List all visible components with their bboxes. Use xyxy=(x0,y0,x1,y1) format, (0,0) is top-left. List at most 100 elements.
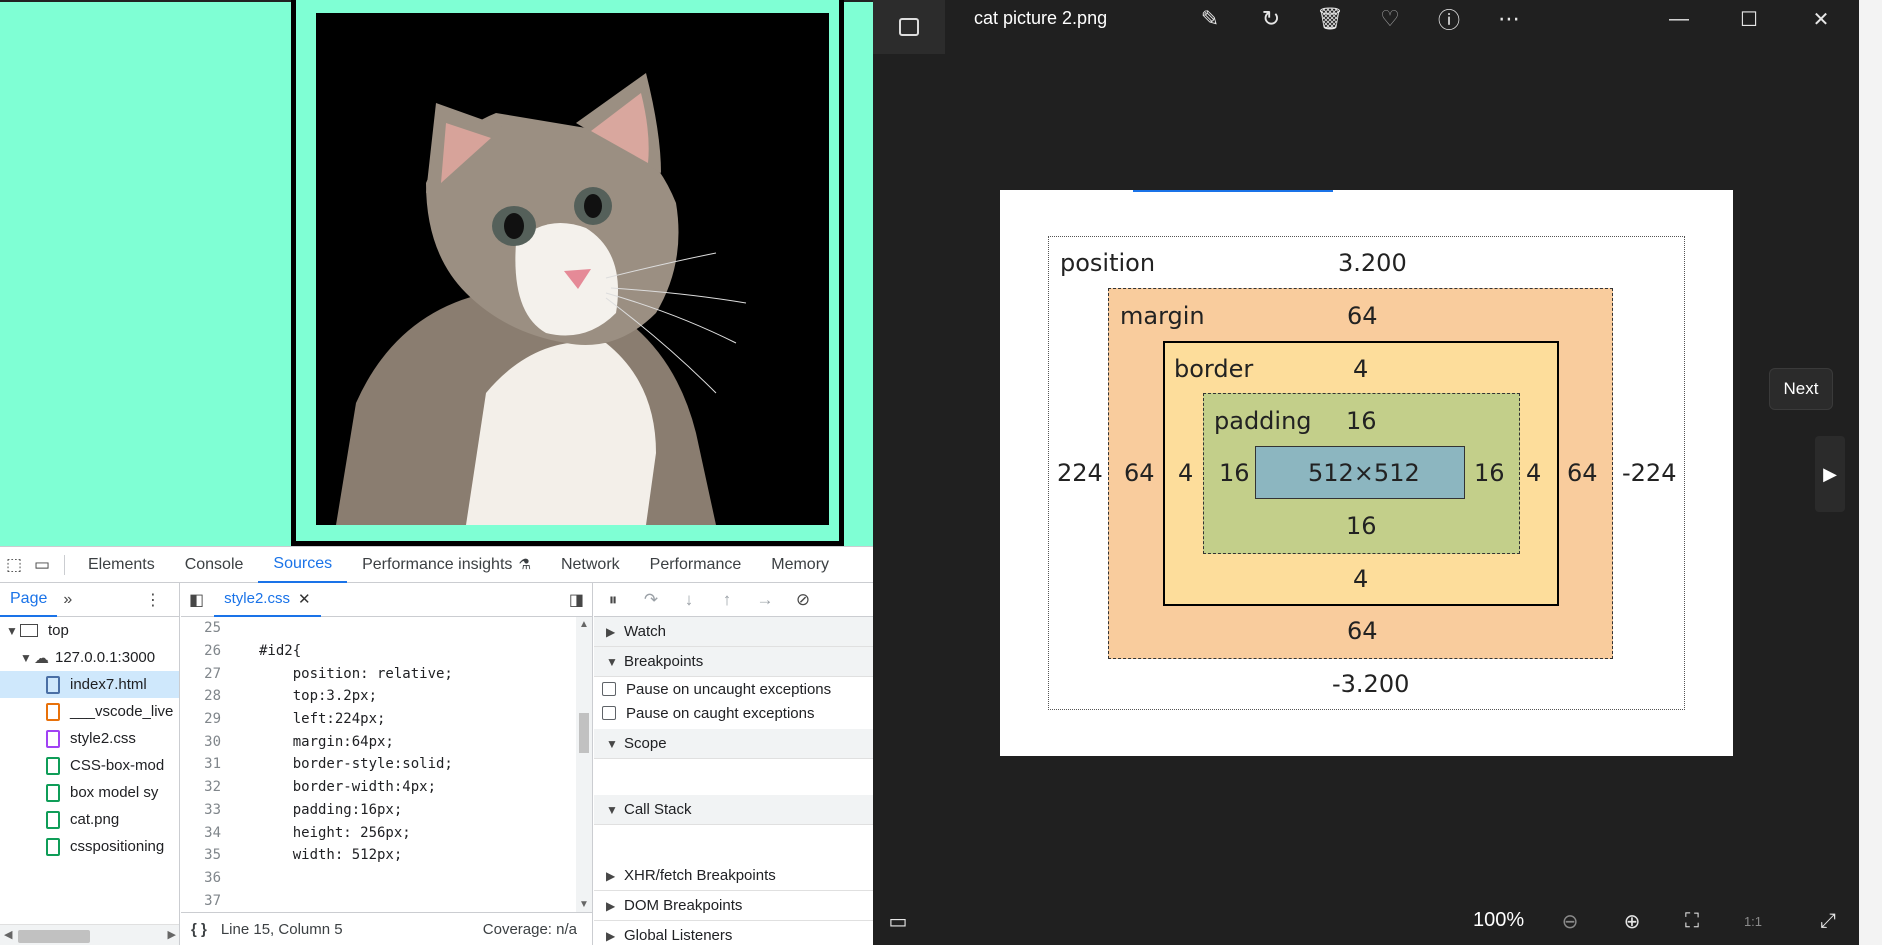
image-file-icon xyxy=(46,783,60,802)
file-navigator: Page » ⋮ ▼ top ▼ ☁ 127.0.0.1:3000 index7… xyxy=(0,583,180,945)
zoom-in-icon[interactable]: ⊕ xyxy=(1623,910,1641,933)
section-breakpoints[interactable]: ▼Breakpoints xyxy=(594,647,873,677)
tree-item-label: 127.0.0.1:3000 xyxy=(55,649,156,666)
checkbox-box[interactable] xyxy=(602,682,616,696)
position-right-value: -224 xyxy=(1622,459,1677,487)
pretty-print-icon[interactable]: { } xyxy=(191,921,207,938)
info-icon[interactable]: ⓘ xyxy=(1437,8,1460,33)
photos-app-icon[interactable] xyxy=(873,0,945,54)
edit-image-icon[interactable]: ✎ xyxy=(1200,6,1220,31)
tree-item-file[interactable]: csspositioning xyxy=(0,833,179,860)
device-toolbar-icon[interactable]: ▭ xyxy=(33,554,51,574)
fullscreen-icon[interactable]: ⤢ xyxy=(1820,909,1836,932)
fit-to-window-icon[interactable]: ⛶ xyxy=(1685,909,1699,932)
section-global-listeners[interactable]: ▶Global Listeners xyxy=(594,921,873,945)
code-line: 29 left:224px; xyxy=(204,711,386,728)
section-scope[interactable]: ▼Scope xyxy=(594,729,873,759)
tree-item-label: ___vscode_live xyxy=(70,703,174,720)
section-dom-breakpoints[interactable]: ▶DOM Breakpoints xyxy=(594,891,873,921)
checkbox-label: Pause on caught exceptions xyxy=(626,704,815,722)
pause-uncaught-checkbox[interactable]: Pause on uncaught exceptions xyxy=(594,677,873,701)
checkbox-label: Pause on uncaught exceptions xyxy=(626,680,832,698)
margin-bottom-value: 64 xyxy=(1347,617,1378,645)
tree-item-file[interactable]: index7.html xyxy=(0,671,179,698)
tab-performance-insights[interactable]: Performance insights ⚗ xyxy=(347,547,546,583)
tree-item-file[interactable]: CSS-box-mod xyxy=(0,752,179,779)
step-into-icon[interactable]: ↓ xyxy=(684,589,694,609)
flask-icon: ⚗ xyxy=(518,556,531,572)
tab-network[interactable]: Network xyxy=(560,555,620,573)
padding-bottom-value: 16 xyxy=(1346,512,1377,540)
toggle-navigator-icon[interactable]: ◧ xyxy=(189,591,205,609)
image-file-icon xyxy=(46,810,60,829)
next-image-button[interactable]: ▶ xyxy=(1815,436,1845,512)
navigator-menu-icon[interactable]: ⋮ xyxy=(145,591,161,609)
tab-performance[interactable]: Performance xyxy=(649,555,742,573)
tree-item-file[interactable]: style2.css xyxy=(0,725,179,752)
zoom-level: 100% xyxy=(1473,909,1525,931)
photos-viewer-window: cat picture 2.png ✎ ↻ 🗑 ♡ ⓘ ⋯ — ☐ ✕ posi… xyxy=(873,0,1859,945)
section-watch[interactable]: ▶Watch xyxy=(594,617,873,647)
toggle-debugger-icon[interactable]: ◨ xyxy=(568,591,584,609)
debugger-toolbar: ⏸ ↷ ↓ ↑ → ⊘ xyxy=(594,583,873,617)
code-line: 26#id2{ xyxy=(204,643,302,660)
tree-item-file[interactable]: ___vscode_live xyxy=(0,698,179,725)
collapsed-triangle-icon: ▶ xyxy=(606,928,616,943)
call-stack-content xyxy=(594,825,873,861)
tab-console[interactable]: Console xyxy=(184,555,244,573)
scroll-right-icon[interactable]: ▶ xyxy=(167,929,176,941)
filmstrip-icon[interactable]: ▭ xyxy=(888,910,908,933)
tree-item-label: cat.png xyxy=(70,811,120,828)
section-call-stack[interactable]: ▼Call Stack xyxy=(594,795,873,825)
scroll-down-icon[interactable]: ▼ xyxy=(579,899,589,910)
tree-item-file[interactable]: box model sy xyxy=(0,779,179,806)
rotate-icon[interactable]: ↻ xyxy=(1261,6,1281,31)
scroll-left-icon[interactable]: ◀ xyxy=(4,929,13,941)
more-tabs-icon[interactable]: » xyxy=(63,590,73,608)
minimize-icon[interactable]: — xyxy=(1669,7,1689,30)
zoom-out-icon[interactable]: ⊖ xyxy=(1561,910,1579,933)
actual-size-icon[interactable]: 1:1 xyxy=(1743,913,1763,929)
editor-tab-style2css[interactable]: style2.css ✕ xyxy=(214,583,321,617)
scrollbar-thumb[interactable] xyxy=(579,713,589,753)
step-out-icon[interactable]: ↑ xyxy=(722,589,732,609)
close-icon[interactable]: ✕ xyxy=(1812,8,1830,31)
border-right-value: 4 xyxy=(1526,459,1542,487)
step-over-icon[interactable]: ↷ xyxy=(643,589,659,609)
pause-caught-checkbox[interactable]: Pause on caught exceptions xyxy=(594,701,873,725)
tree-item-top[interactable]: ▼ top xyxy=(0,617,179,644)
css-file-icon xyxy=(46,729,60,748)
code-lines[interactable]: 25 26#id2{ 27 position: relative; 28 top… xyxy=(181,617,577,912)
scroll-up-icon[interactable]: ▲ xyxy=(579,619,589,630)
file-tree: ▼ top ▼ ☁ 127.0.0.1:3000 index7.html ___… xyxy=(0,617,179,860)
tab-sources[interactable]: Sources xyxy=(258,547,348,583)
pause-icon[interactable]: ⏸ xyxy=(608,589,618,609)
favorite-heart-icon[interactable]: ♡ xyxy=(1380,6,1400,31)
delete-icon[interactable]: 🗑 xyxy=(1316,6,1344,31)
checkbox-box[interactable] xyxy=(602,706,616,720)
position-top-value: 3.200 xyxy=(1338,249,1407,277)
deactivate-breakpoints-icon[interactable]: ⊘ xyxy=(795,589,811,609)
image-file-icon xyxy=(46,837,60,856)
tree-item-domain[interactable]: ▼ ☁ 127.0.0.1:3000 xyxy=(0,644,179,671)
position-bottom-value: -3.200 xyxy=(1332,670,1410,698)
step-icon[interactable]: → xyxy=(756,589,774,609)
section-xhr-breakpoints[interactable]: ▶XHR/fetch Breakpoints xyxy=(594,861,873,891)
maximize-icon[interactable]: ☐ xyxy=(1740,8,1758,31)
close-tab-icon[interactable]: ✕ xyxy=(297,590,311,608)
code-line: 30 margin:64px; xyxy=(204,733,394,750)
scrollbar-thumb[interactable] xyxy=(18,930,90,943)
navigator-horizontal-scrollbar[interactable]: ◀ ▶ xyxy=(0,924,179,945)
margin-top-value: 64 xyxy=(1347,302,1378,330)
editor-vertical-scrollbar[interactable]: ▲ ▼ xyxy=(576,617,592,912)
expand-triangle-icon: ▼ xyxy=(20,650,32,665)
next-tooltip: Next xyxy=(1769,368,1833,410)
tab-memory[interactable]: Memory xyxy=(771,555,830,573)
tab-elements[interactable]: Elements xyxy=(88,555,155,573)
more-options-icon[interactable]: ⋯ xyxy=(1498,6,1520,31)
tree-item-file[interactable]: cat.png xyxy=(0,806,179,833)
navigator-tab-page[interactable]: Page xyxy=(0,583,58,617)
tree-item-label: CSS-box-mod xyxy=(70,757,165,774)
inspect-element-icon[interactable]: ⬚ xyxy=(5,554,23,574)
border-bottom-value: 4 xyxy=(1353,565,1369,593)
